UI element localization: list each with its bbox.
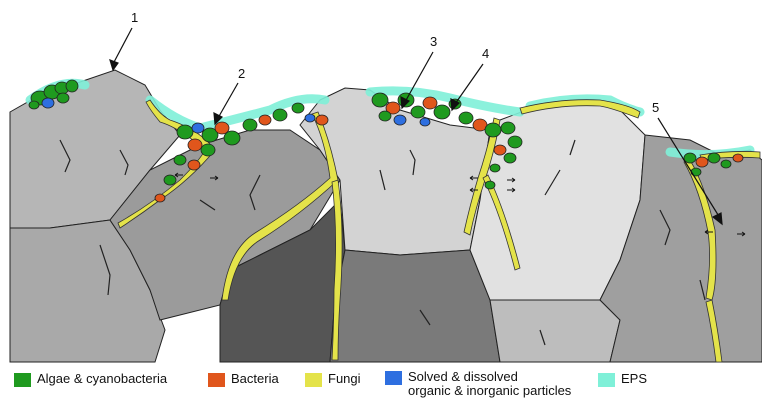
biofilm-diagram: 1 2 3 4 5	[0, 0, 762, 365]
callout-3: 3	[430, 34, 437, 49]
callout-4: 4	[482, 46, 489, 61]
legend-item-particles: Solved & dissolved organic & inorganic p…	[385, 370, 571, 398]
swatch-fungi	[305, 373, 322, 387]
swatch-bacteria	[208, 373, 225, 387]
legend-label-particles: Solved & dissolved organic & inorganic p…	[408, 370, 571, 398]
legend-item-fungi: Fungi	[305, 372, 361, 387]
legend: Algae & cyanobacteria Bacteria Fungi Sol…	[0, 368, 762, 402]
legend-item-bacteria: Bacteria	[208, 372, 279, 387]
legend-label-particles-line2: organic & inorganic particles	[408, 384, 571, 398]
legend-item-algae: Algae & cyanobacteria	[14, 372, 167, 387]
callout-5: 5	[652, 100, 659, 115]
callout-2: 2	[238, 66, 245, 81]
legend-label-particles-line1: Solved & dissolved	[408, 370, 571, 384]
callout-1: 1	[131, 10, 138, 25]
legend-item-eps: EPS	[598, 372, 647, 387]
legend-label-eps: EPS	[621, 372, 647, 386]
swatch-eps	[598, 373, 615, 387]
rock-grain-lower-center	[330, 250, 500, 362]
legend-label-algae: Algae & cyanobacteria	[37, 372, 167, 386]
swatch-algae	[14, 373, 31, 387]
rock-grain-lower-right	[490, 300, 620, 362]
legend-label-fungi: Fungi	[328, 372, 361, 386]
legend-label-bacteria: Bacteria	[231, 372, 279, 386]
swatch-particles	[385, 371, 402, 385]
